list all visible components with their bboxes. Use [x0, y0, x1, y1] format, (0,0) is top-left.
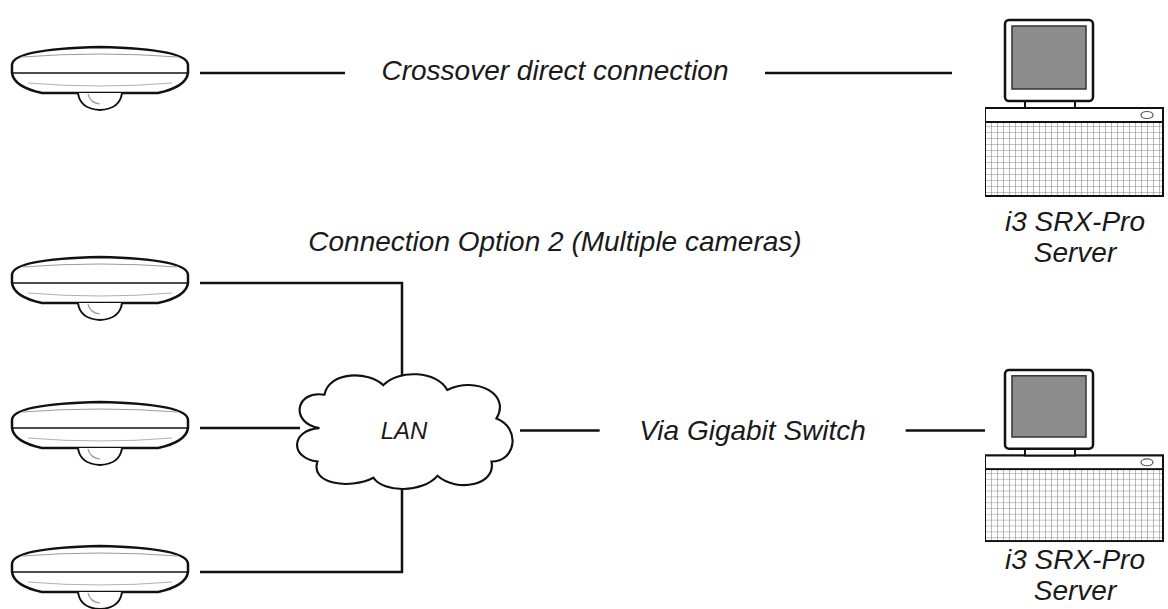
link-label: Via Gigabit Switch	[599, 415, 906, 447]
cloud-shape	[297, 374, 512, 489]
server-computer: i3 SRX-Pro Server	[985, 18, 1165, 268]
camera-wires	[200, 73, 952, 572]
server-label: i3 SRX-Pro Server	[985, 544, 1165, 606]
computer-symbol	[985, 20, 1163, 196]
server-text-box: i3 SRX-Pro Server	[985, 206, 1165, 268]
crossover-wire	[765, 72, 952, 75]
computer-outline	[985, 368, 1165, 543]
network-label: LAN	[381, 417, 428, 445]
cloud-text-box: LAN	[288, 368, 520, 493]
option-heading: Connection Option 2 (Multiple cameras)	[260, 226, 850, 258]
server-computer: i3 SRX-Pro Server	[985, 368, 1165, 608]
computer-symbol	[985, 370, 1163, 541]
lan-wire	[200, 283, 402, 385]
lan-wire	[200, 427, 300, 430]
crossover-wire	[200, 72, 345, 75]
connection-label: Crossover direct connection	[345, 55, 765, 87]
dome-camera	[12, 546, 188, 609]
lan-wire	[200, 478, 402, 572]
server-label: i3 SRX-Pro Server	[985, 206, 1165, 268]
computer-outline	[985, 18, 1165, 198]
dome-camera	[12, 47, 188, 110]
network-cloud: LAN	[288, 368, 520, 493]
dome-camera	[12, 402, 188, 465]
dome-camera	[12, 257, 188, 320]
server-text-box: i3 SRX-Pro Server	[985, 544, 1165, 606]
